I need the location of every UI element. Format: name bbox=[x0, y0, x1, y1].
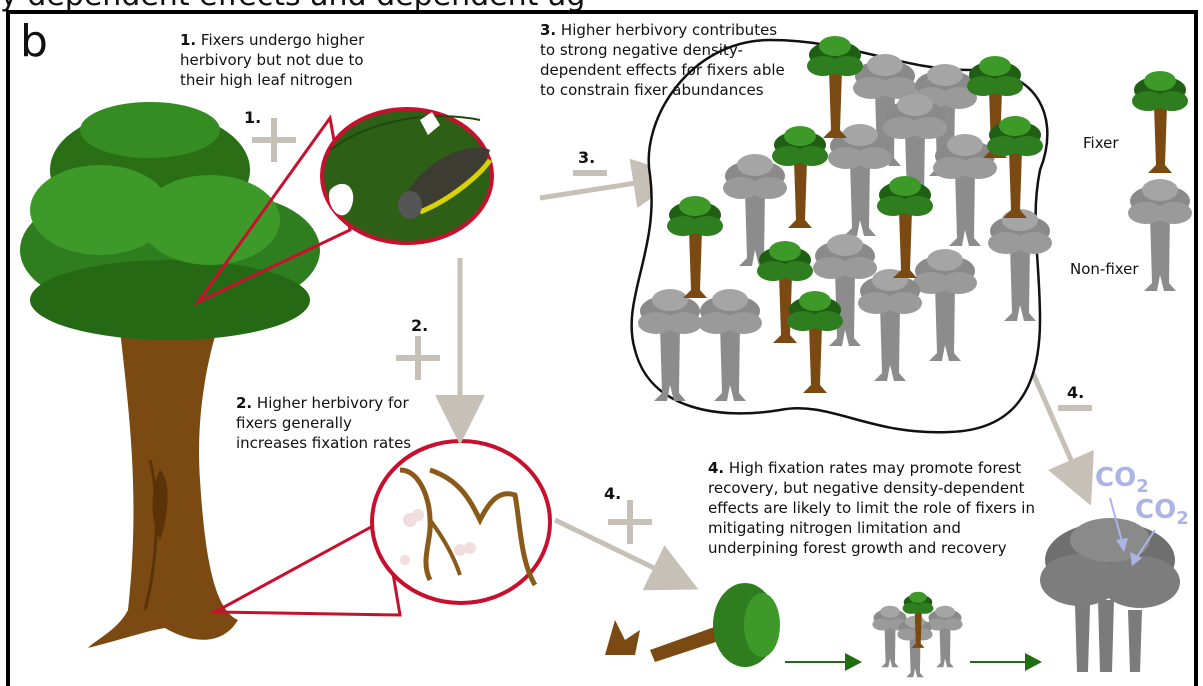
step1-plus-icon bbox=[248, 118, 308, 168]
step3-number: 3. bbox=[540, 21, 556, 39]
step3-text: 3. Higher herbivory contributes to stron… bbox=[540, 20, 785, 100]
large-fixer-tree bbox=[20, 102, 320, 648]
step1-description: Fixers undergo higher herbivory but not … bbox=[180, 31, 364, 89]
step3-sign-number: 3. bbox=[578, 148, 595, 167]
fallen-log bbox=[650, 625, 722, 662]
step3-minus-icon bbox=[573, 168, 613, 178]
step1-text: 1. Fixers undergo higher herbivory but n… bbox=[180, 30, 400, 90]
step2-plus-icon bbox=[392, 336, 452, 386]
mature-forest bbox=[1040, 518, 1180, 672]
co2-label-2-sub: 2 bbox=[1176, 508, 1189, 529]
legend-fixer-icon bbox=[1132, 71, 1188, 173]
step1-number: 1. bbox=[180, 31, 196, 49]
step4-minus-sign-number: 4. bbox=[1067, 383, 1084, 402]
co2-label-2-base: CO bbox=[1135, 495, 1176, 525]
step4-text: 4. High fixation rates may promote fores… bbox=[708, 458, 1048, 558]
legend-fixer-label: Fixer bbox=[1083, 134, 1119, 152]
step2-sign-number: 2. bbox=[411, 316, 428, 335]
step3-description: Higher herbivory contributes to strong n… bbox=[540, 21, 785, 99]
step4-number: 4. bbox=[708, 459, 724, 477]
co2-label-2: CO2 bbox=[1135, 495, 1189, 529]
step2-text: 2. Higher herbivory for fixers generally… bbox=[236, 393, 416, 453]
co2-label-1: CO2 bbox=[1095, 463, 1149, 497]
root-zoom-callout bbox=[215, 441, 550, 615]
co2-label-1-base: CO bbox=[1095, 463, 1136, 493]
step2-number: 2. bbox=[236, 394, 252, 412]
arrow-3 bbox=[540, 178, 668, 198]
step4-minus-icon bbox=[1058, 403, 1098, 413]
step4-plus-icon bbox=[604, 500, 664, 550]
legend-nonfixer-label: Non-fixer bbox=[1070, 260, 1139, 278]
fallen-stump bbox=[605, 620, 640, 655]
step2-description: Higher herbivory for fixers generally in… bbox=[236, 394, 411, 452]
step4-description: High fixation rates may promote forest r… bbox=[708, 459, 1035, 557]
